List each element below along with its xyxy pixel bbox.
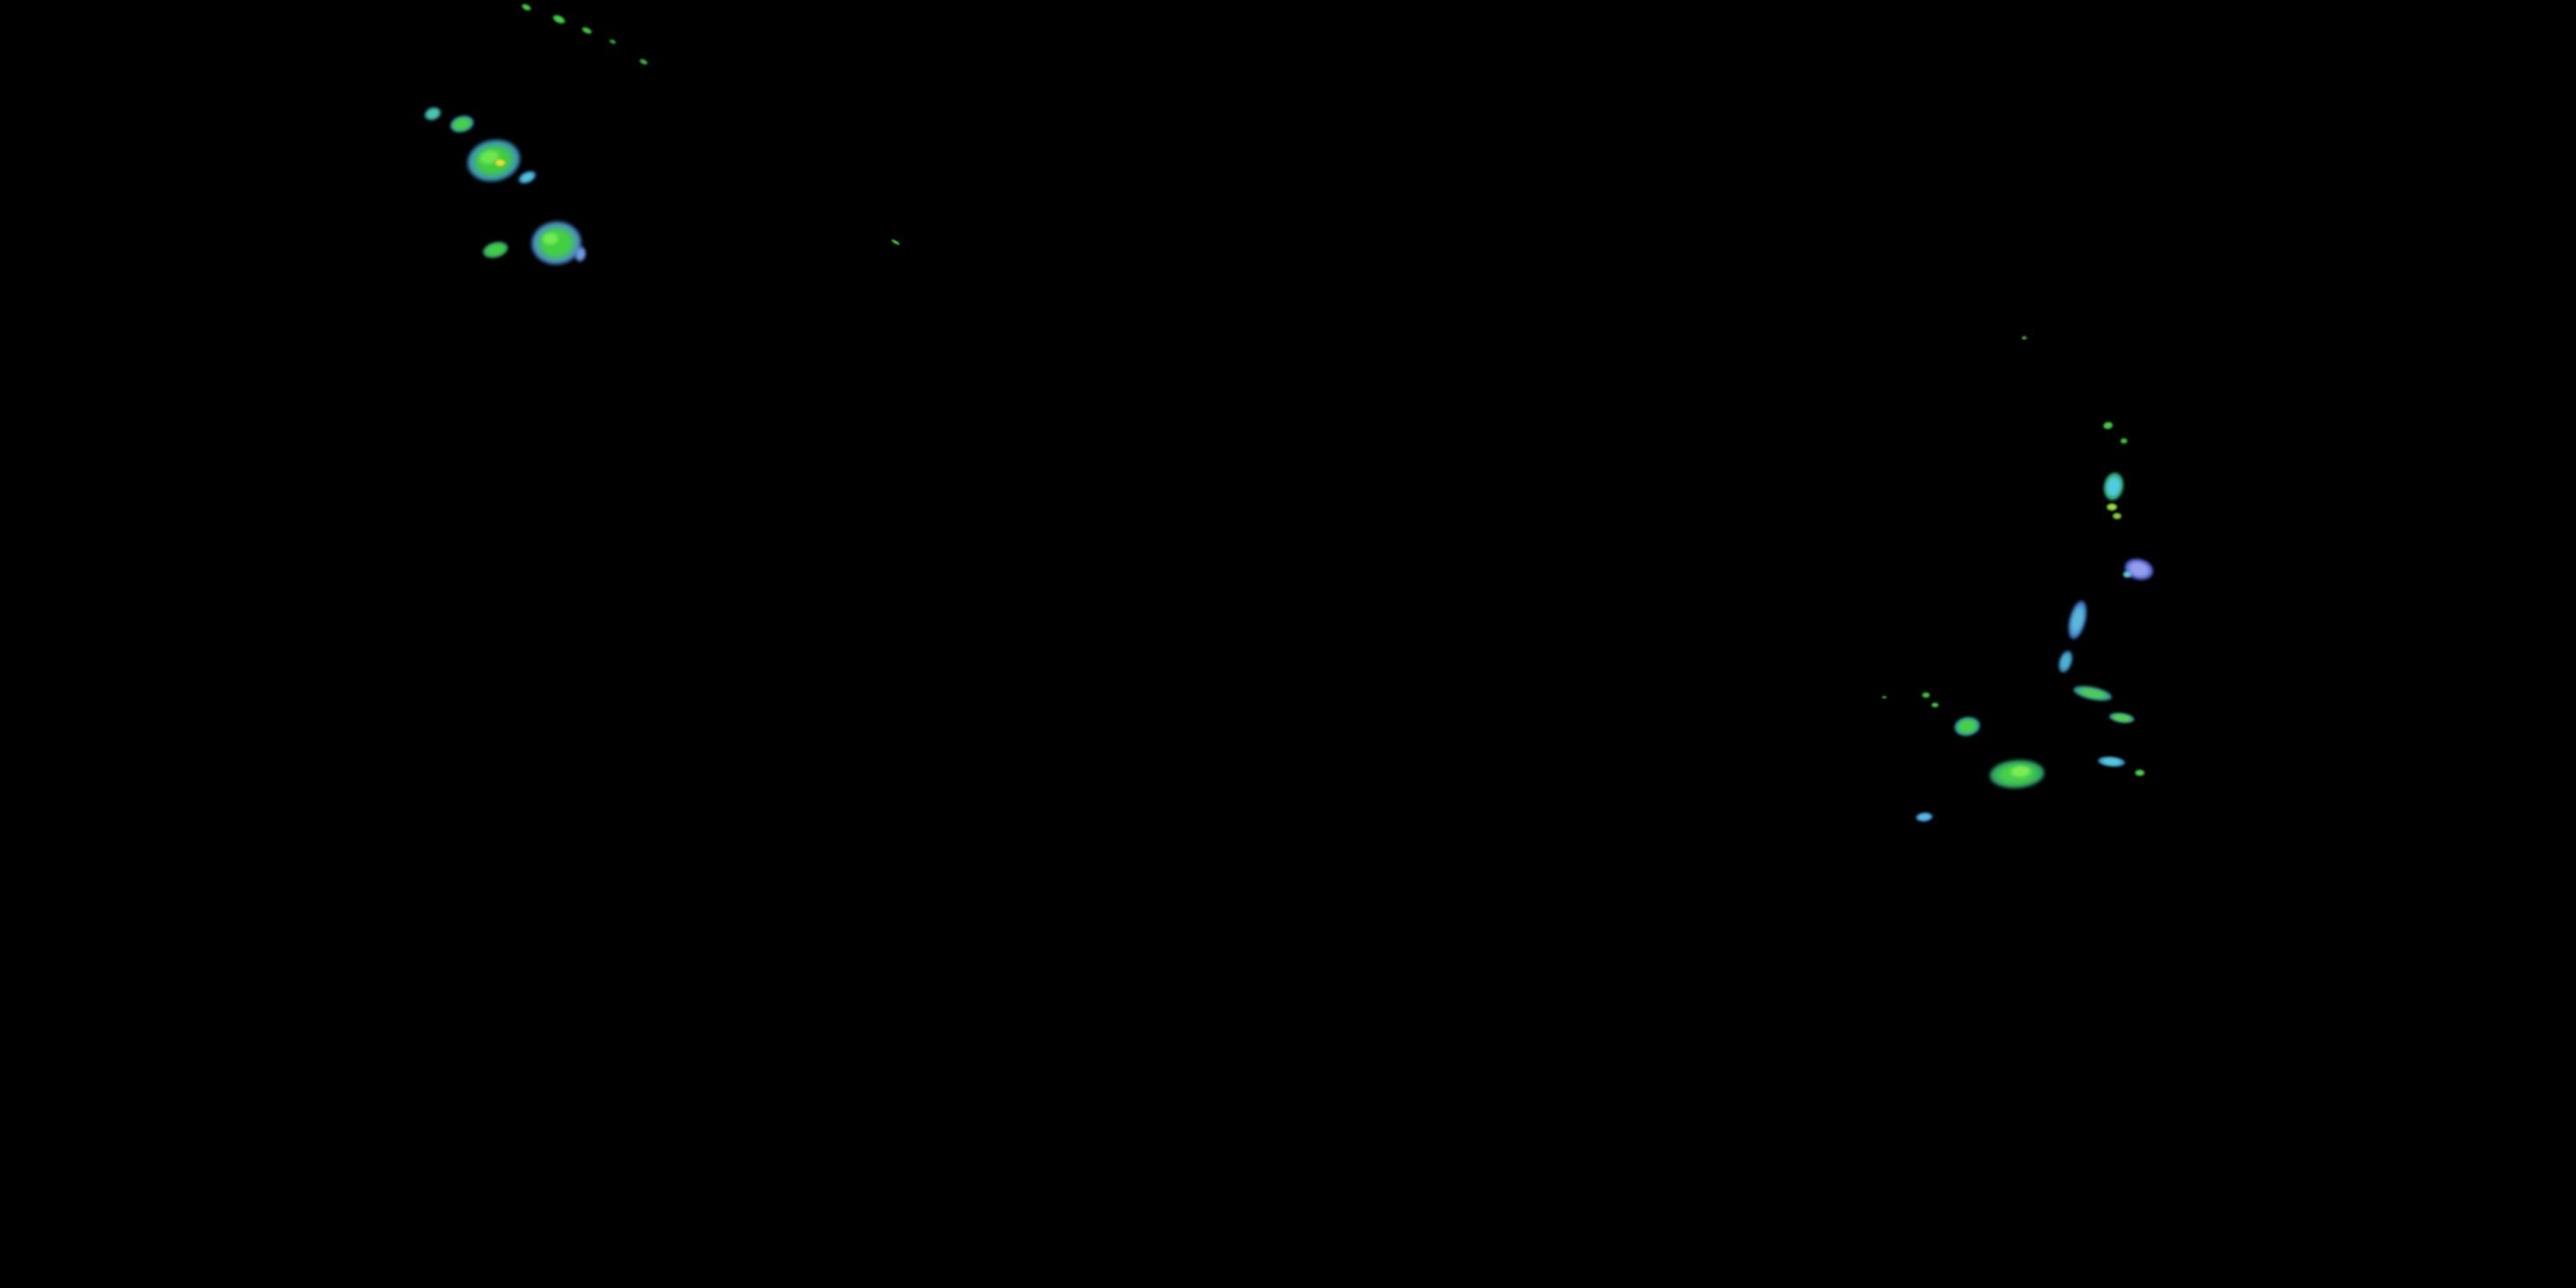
- radar-echo: [2071, 682, 2114, 704]
- radar-echo: [580, 25, 593, 35]
- radar-echo: [494, 158, 506, 167]
- radar-echo: [1915, 811, 1934, 823]
- radar-echo: [1922, 691, 1930, 698]
- radar-echo: [2020, 335, 2027, 340]
- radar-echo: [2135, 769, 2145, 776]
- radar-echo: [2105, 502, 2117, 511]
- radar-echo: [890, 238, 902, 246]
- radar-echo: [2122, 556, 2156, 583]
- radar-echo: [2007, 762, 2034, 780]
- radar-echo: [539, 229, 562, 248]
- radar-echo: [2111, 513, 2122, 519]
- radar-echo: [572, 243, 589, 265]
- radar-echo: [520, 2, 532, 12]
- radar-echo: [2055, 647, 2075, 675]
- radar-echo: [2108, 710, 2136, 726]
- radar-echo: [1953, 714, 1982, 738]
- radar-echo: [550, 12, 568, 26]
- radar-echo: [2121, 570, 2133, 579]
- radar-echo: [516, 167, 538, 186]
- radar-echo: [475, 146, 504, 168]
- radar-echo: [448, 112, 476, 135]
- radar-echo: [422, 104, 443, 123]
- radar-echo: [481, 239, 510, 261]
- radar-echo: [607, 37, 617, 46]
- radar-echo: [463, 135, 525, 186]
- radar-echo: [637, 57, 649, 67]
- radar-echo: [2100, 470, 2126, 502]
- radar-echo: [2119, 437, 2128, 444]
- radar-echo: [2097, 755, 2126, 769]
- radar-echo: [1988, 757, 2046, 790]
- radar-echo: [2064, 598, 2090, 641]
- radar-echo: [2102, 420, 2114, 430]
- radar-echo: [1880, 696, 1887, 699]
- radar-echo: [1930, 702, 1939, 708]
- radar-echo: [529, 219, 584, 267]
